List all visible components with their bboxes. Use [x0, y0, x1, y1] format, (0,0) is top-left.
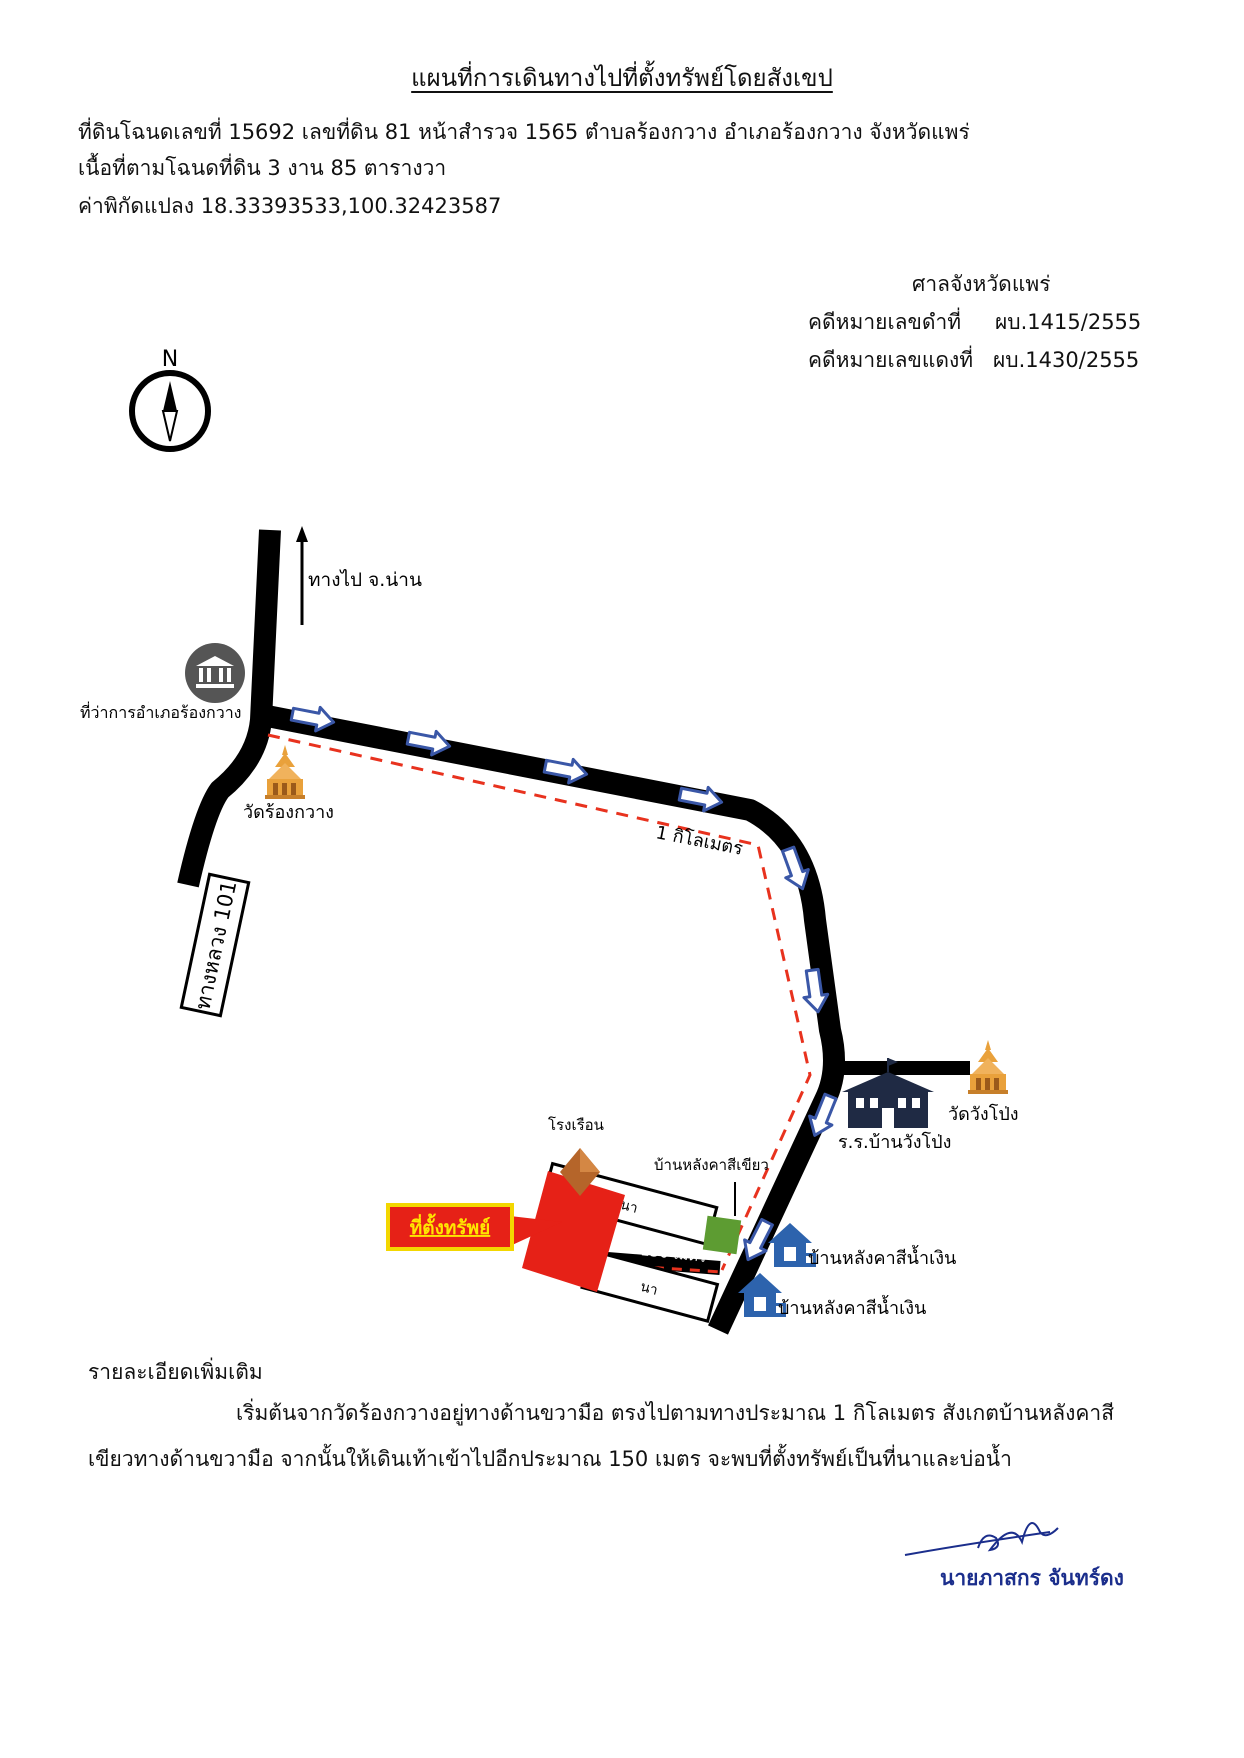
up-arrow-icon [296, 526, 308, 625]
signature-name: นายภาสกร จันทร์ดง [940, 1566, 1124, 1590]
details-title: รายละเอียดเพิ่มเติม [88, 1360, 263, 1384]
land-area: เนื้อที่ตามโฉนดที่ดิน 3 งาน 85 ตารางวา [78, 156, 447, 180]
coordinates: ค่าพิกัดแปลง 18.33393533,100.32423587 [78, 194, 502, 218]
school-label: ร.ร.บ้านวังโป่ง [838, 1131, 951, 1153]
field-bottom-label: นา [638, 1279, 659, 1299]
distance-1km-label: 1 กิโลเมตร [654, 821, 745, 859]
to-nan-label: ทางไป จ.น่าน [308, 569, 422, 591]
field-top-label: นา [618, 1197, 639, 1217]
wat-wangpong-label: วัดวังโป่ง [948, 1103, 1019, 1125]
route-dashed-line [267, 733, 812, 1271]
route-road [259, 704, 845, 1335]
temple-icon [968, 1040, 1008, 1094]
blue-house-1-label: บ้านหลังคาสีน้ำเงิน [808, 1245, 956, 1269]
main-road [177, 529, 281, 888]
green-roof-house-icon [702, 1215, 742, 1255]
property-location-label: ที่ตั้งทรัพย์ [410, 1213, 491, 1239]
red-case-number: ผบ.1430/2555 [993, 348, 1140, 372]
school-icon [842, 1058, 934, 1128]
red-case-label: คดีหมายเลขแดงที่ [808, 348, 974, 372]
barn-icon [560, 1148, 600, 1196]
district-office-label: ที่ว่าการอำเภอร้องกวาง [80, 701, 241, 722]
court-name: ศาลจังหวัดแพร่ [912, 272, 1051, 296]
property-area [522, 1171, 625, 1292]
green-roof-house-label: บ้านหลังคาสีเขียว [654, 1156, 769, 1174]
black-case-number: ผบ.1415/2555 [995, 310, 1142, 334]
property-callout: ที่ตั้งทรัพย์ [386, 1203, 562, 1251]
wat-rongkwang-label: วัดร้องกวาง [243, 802, 334, 823]
north-compass-icon [129, 370, 211, 452]
temple-icon [265, 745, 305, 799]
government-building-icon [185, 643, 245, 703]
north-label: N [162, 347, 178, 372]
blue-house-2-label: บ้านหลังคาสีน้ำเงิน [778, 1295, 926, 1319]
field-plot-bottom: นา [580, 1248, 720, 1323]
deed-info: ที่ดินโฉนดเลขที่ 15692 เลขที่ดิน 81 หน้า… [78, 120, 970, 144]
highway-101-sign: ทางหลวง 101 [179, 872, 251, 1018]
barn-label: โรงเรือน [548, 1116, 604, 1134]
signature-scribble [904, 1522, 1059, 1556]
page-title: แผนที่การเดินทางไปที่ตั้งทรัพย์โดยสังเขป [411, 64, 833, 92]
details-body: เริ่มต้นจากวัดร้องกวางอยู่ทางด้านขวามือ … [88, 1401, 1115, 1471]
black-case-label: คดีหมายเลขดำที่ [808, 310, 962, 334]
